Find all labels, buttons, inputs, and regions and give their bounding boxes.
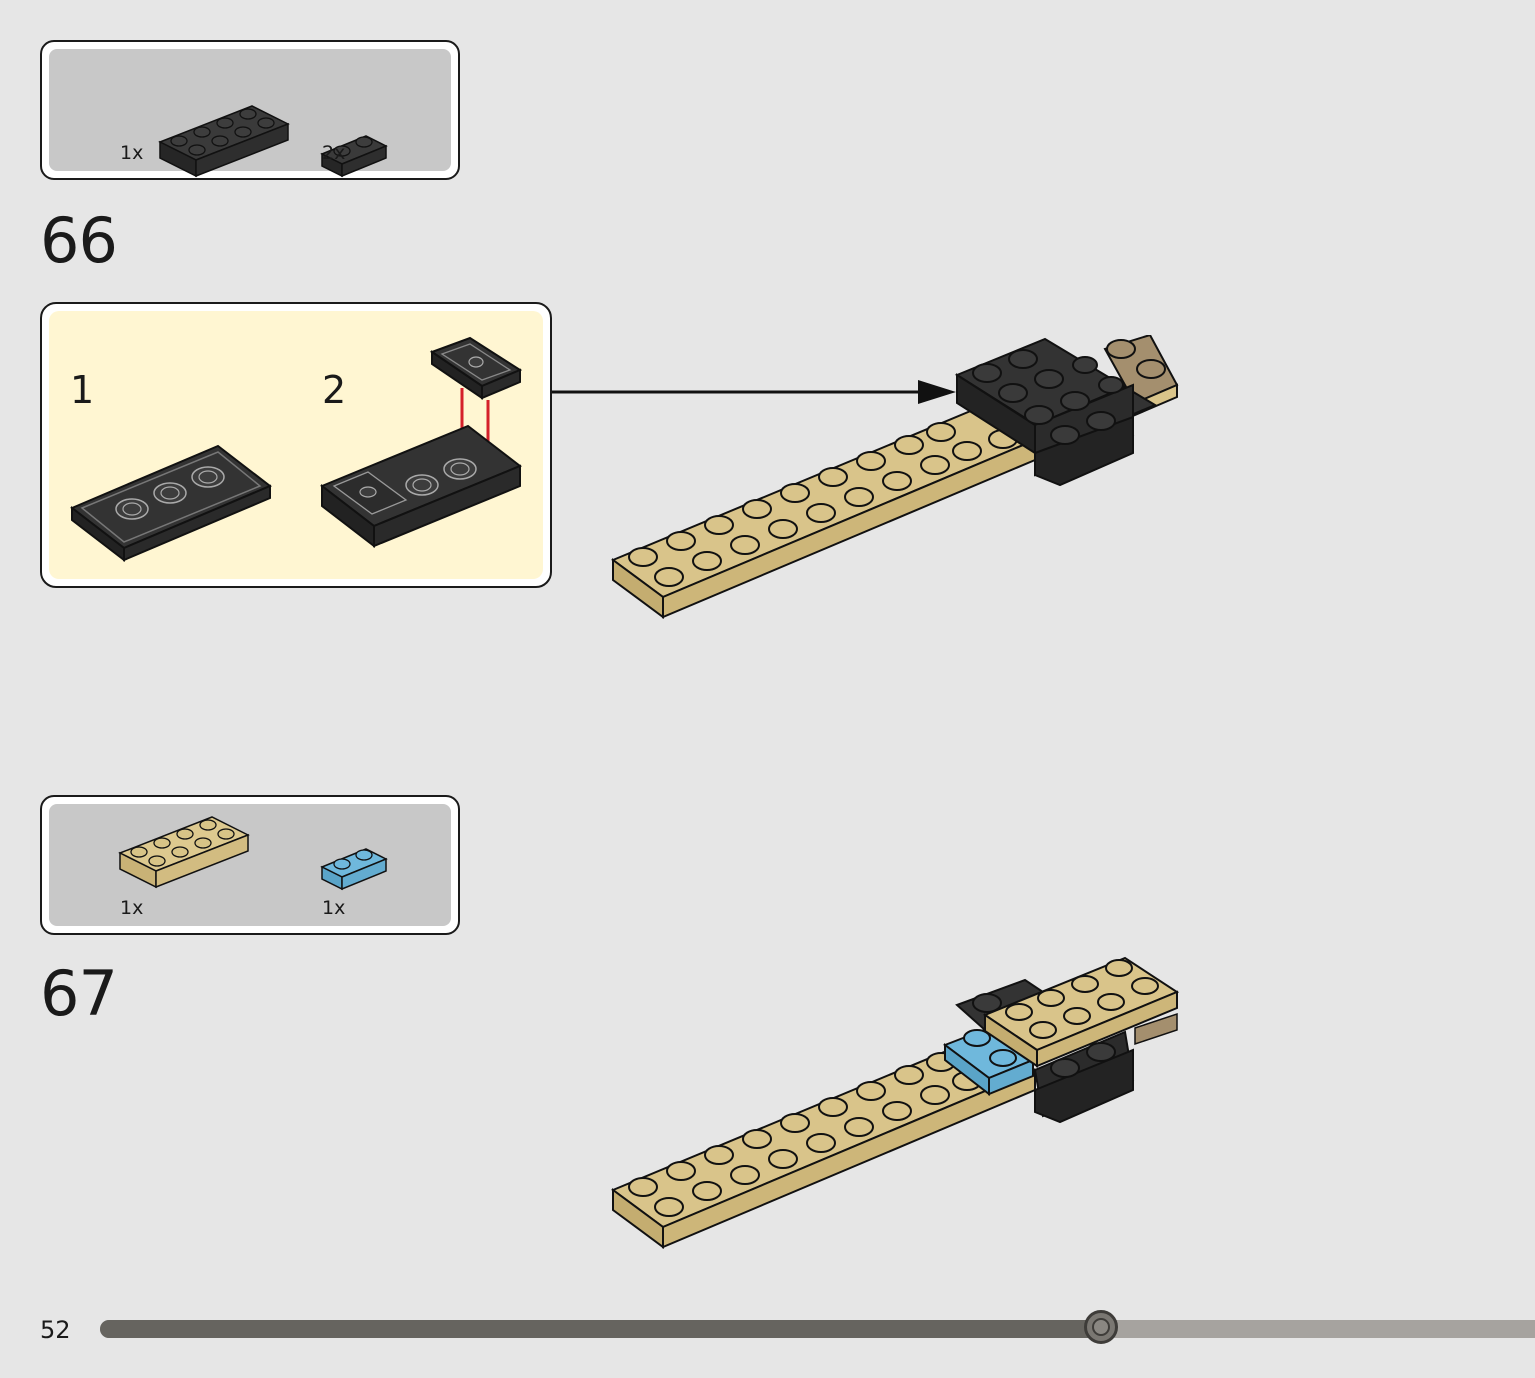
callout-arrow-icon xyxy=(552,380,956,404)
part-qty: 1x xyxy=(120,897,144,919)
model-step-67 xyxy=(610,956,1180,1249)
part-qty: 2x xyxy=(322,142,346,164)
black-plate-1x3-icon xyxy=(70,444,272,563)
blue-plate-1x2-icon xyxy=(320,848,388,891)
progress-knob-icon[interactable] xyxy=(1083,1310,1118,1344)
parts-list-step-67: 1x 1x xyxy=(40,795,460,935)
progress-bar xyxy=(100,1310,1535,1344)
black-plate-assembly-icon xyxy=(320,336,523,549)
part-qty: 1x xyxy=(322,897,346,919)
substep-number: 1 xyxy=(70,368,95,412)
page-number: 52 xyxy=(40,1316,71,1344)
progress-bar-fill xyxy=(100,1320,1101,1338)
black-plate-1x2-icon xyxy=(320,135,388,178)
parts-list-step-66: 1x 2x xyxy=(40,40,460,180)
model-step-66 xyxy=(610,335,1179,619)
substep-number: 2 xyxy=(322,368,347,412)
part-qty: 1x xyxy=(120,142,144,164)
step-number: 67 xyxy=(40,957,118,1030)
subassembly-callout: 1 2 xyxy=(40,302,552,588)
black-plate-2x4-icon xyxy=(158,105,290,178)
step-number: 66 xyxy=(40,204,118,277)
tan-plate-2x4-icon xyxy=(118,816,250,889)
